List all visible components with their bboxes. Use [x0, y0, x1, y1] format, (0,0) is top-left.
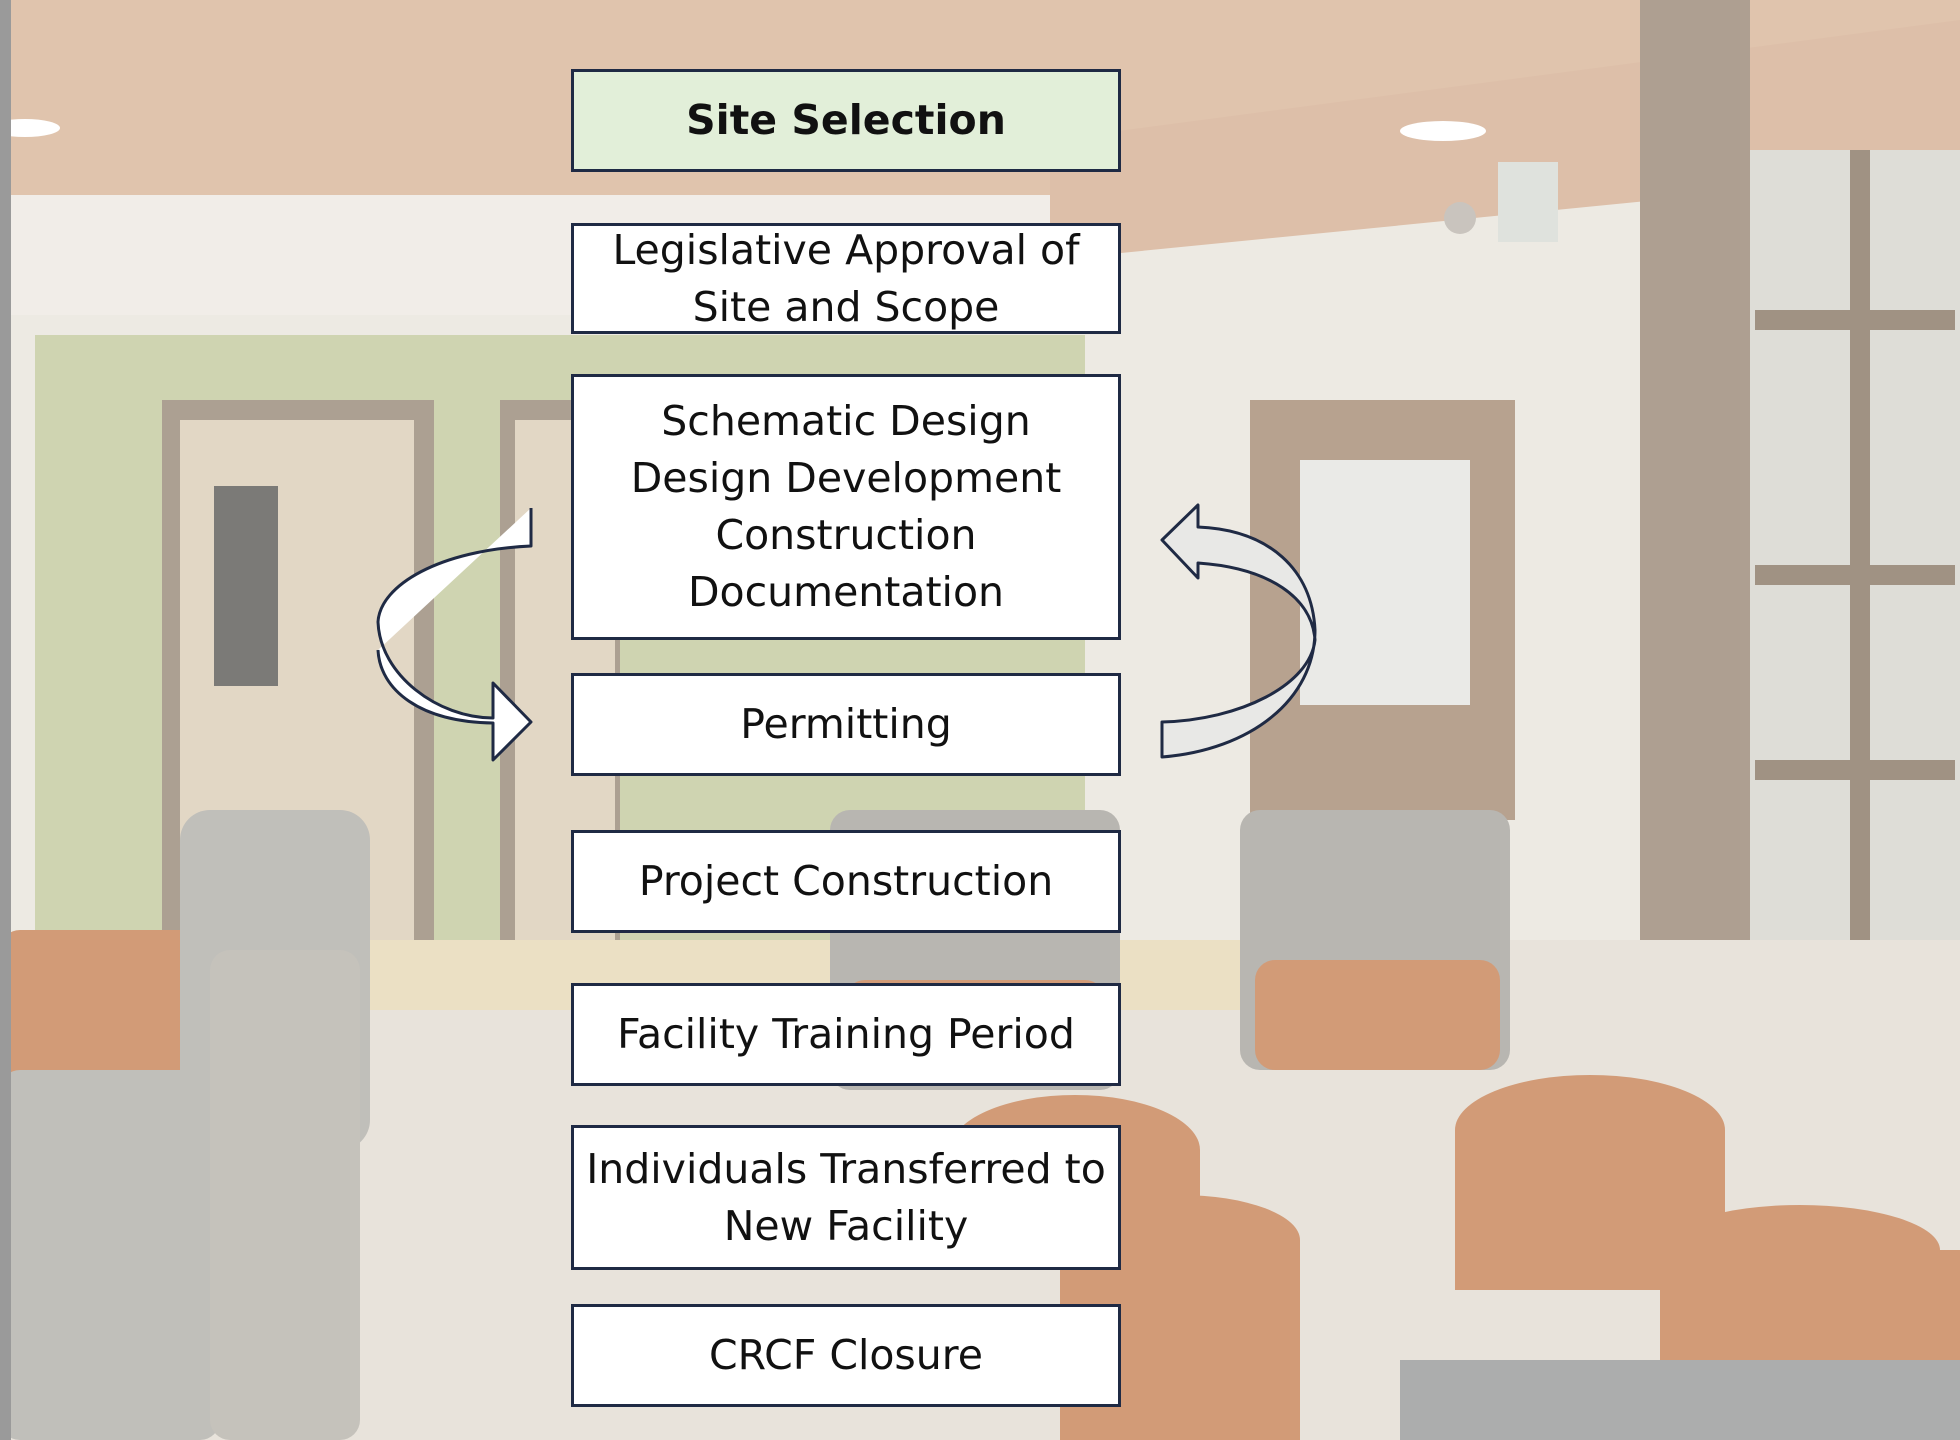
step-label: Schematic Design Design Development Cons… — [630, 397, 1062, 616]
step-label: Project Construction — [638, 857, 1054, 905]
step-label: CRCF Closure — [709, 1331, 983, 1379]
step-label: Permitting — [740, 700, 952, 748]
step-label: Site Selection — [686, 96, 1006, 144]
step-individuals-transferred: Individuals Transferred to New Facility — [571, 1125, 1121, 1270]
curved-arrow-up — [1160, 503, 1317, 759]
step-site-selection: Site Selection — [571, 69, 1121, 172]
curved-arrow-down — [376, 508, 533, 762]
step-label: Legislative Approval of Site and Scope — [612, 225, 1080, 331]
step-project-construction: Project Construction — [571, 830, 1121, 933]
step-crcf-closure: CRCF Closure — [571, 1304, 1121, 1407]
step-label: Facility Training Period — [617, 1010, 1075, 1058]
step-facility-training: Facility Training Period — [571, 983, 1121, 1086]
step-legislative-approval: Legislative Approval of Site and Scope — [571, 223, 1121, 334]
step-label: Individuals Transferred to New Facility — [586, 1144, 1106, 1250]
step-design-phases: Schematic Design Design Development Cons… — [571, 374, 1121, 640]
step-permitting: Permitting — [571, 673, 1121, 776]
